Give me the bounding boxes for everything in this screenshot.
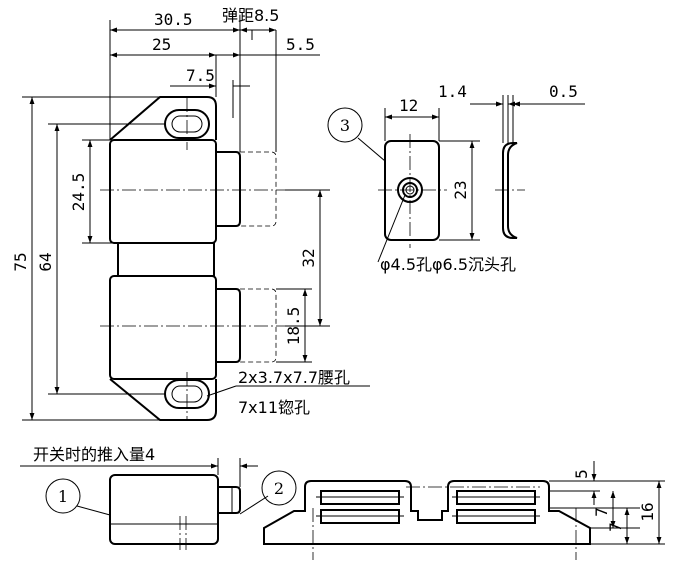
note-push-in: 开关时的推入量4 xyxy=(33,445,155,464)
dim-32: 32 xyxy=(299,248,318,267)
top-view xyxy=(263,461,665,560)
balloon-3: 3 xyxy=(327,107,363,143)
bottom-housing-block xyxy=(109,275,217,380)
dim-5-5: 5.5 xyxy=(286,35,315,54)
dim-spring-pitch: 弹距8.5 xyxy=(222,6,279,25)
dim-0-5: 0.5 xyxy=(549,82,578,101)
side-view xyxy=(20,458,269,550)
svg-text:2: 2 xyxy=(274,479,284,498)
dim-75: 75 xyxy=(11,252,30,271)
note-slot-hole: 2x3.7x7.7腰孔 xyxy=(238,368,350,387)
dim-7-5: 7.5 xyxy=(186,66,215,85)
front-dimension-lines xyxy=(22,20,370,421)
dim-12: 12 xyxy=(399,96,418,115)
dim-7-lower: 7 xyxy=(606,522,625,532)
dim-7-upper: 7 xyxy=(592,507,611,517)
note-plate-hole: φ4.5孔φ6.5沉头孔 xyxy=(380,255,516,274)
middle-neck xyxy=(117,242,215,277)
svg-text:3: 3 xyxy=(340,116,350,135)
dim-30-5: 30.5 xyxy=(154,10,193,29)
top-housing-block xyxy=(109,139,217,244)
dim-64: 64 xyxy=(36,252,55,271)
svg-text:1: 1 xyxy=(58,487,68,506)
top-plunger xyxy=(216,151,241,227)
front-view xyxy=(100,96,285,421)
strike-plate-profile xyxy=(502,142,518,239)
top-plunger-extended xyxy=(240,151,277,227)
dim-24-5: 24.5 xyxy=(69,173,88,212)
dim-23: 23 xyxy=(451,180,470,199)
dim-18-5: 18.5 xyxy=(284,307,303,346)
balloon-2: 2 xyxy=(261,470,297,506)
strike-plate-view xyxy=(357,95,585,263)
top-view-outline xyxy=(263,480,591,545)
note-countersink-slot: 7x11锪孔 xyxy=(238,398,310,417)
bottom-plunger-extended xyxy=(240,288,277,363)
side-view-plunger xyxy=(218,486,241,514)
dim-25: 25 xyxy=(152,35,171,54)
dim-5: 5 xyxy=(572,469,591,479)
dim-16: 16 xyxy=(638,502,657,521)
bottom-plunger xyxy=(216,288,241,363)
top-mount-ear xyxy=(109,96,217,141)
bottom-mount-ear xyxy=(109,378,217,421)
strike-plate xyxy=(384,140,440,241)
dim-1-4: 1.4 xyxy=(438,82,467,101)
balloon-1: 1 xyxy=(45,478,81,514)
side-view-body xyxy=(109,474,219,545)
